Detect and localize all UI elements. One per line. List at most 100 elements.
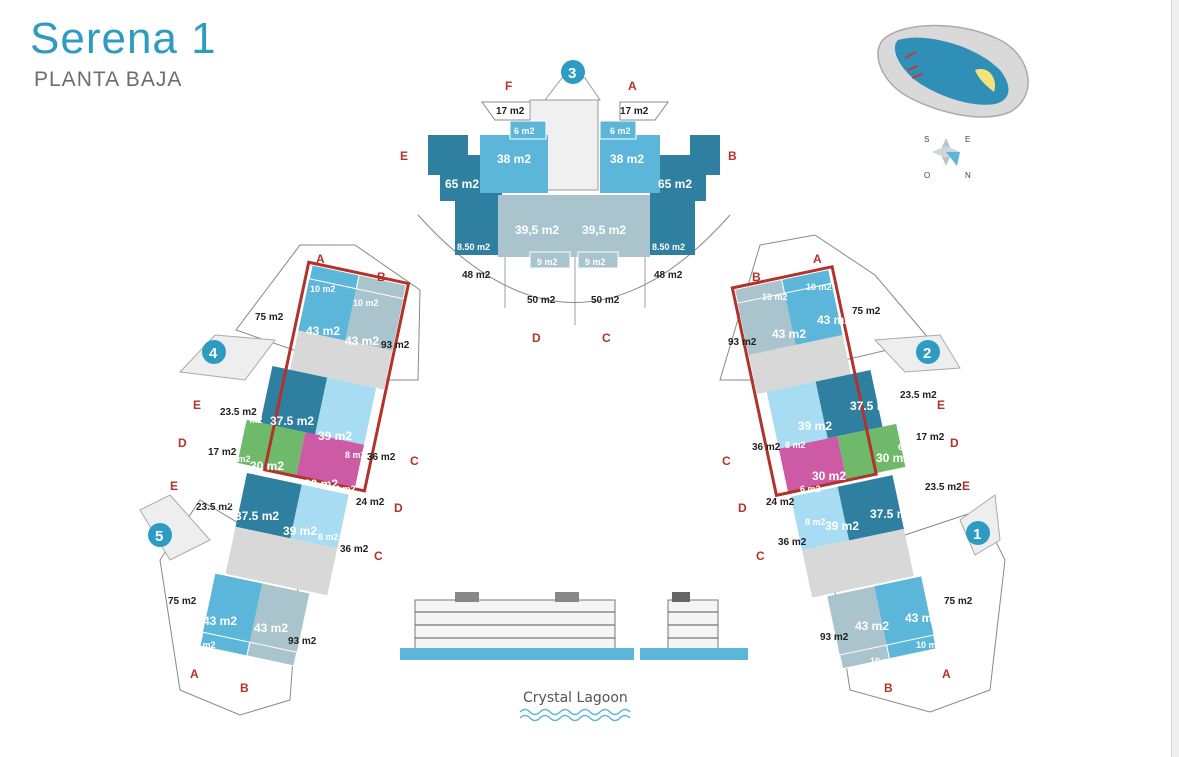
page-title: Serena 1 <box>30 14 217 63</box>
building-5: 5 E C D C A B 6 m2 24 m2 23.5 m2 8 m2 37… <box>139 454 419 716</box>
b3-letter-d: D <box>532 331 541 345</box>
b2-letter-d: D <box>950 436 959 450</box>
b3-area: 39,5 m2 <box>582 223 626 237</box>
b4-area: 23.5 m2 <box>220 407 257 418</box>
b4-letter-d: D <box>178 436 187 450</box>
b3-area: 48 m2 <box>654 270 683 281</box>
b1-area: 93 m2 <box>820 632 849 643</box>
b4-area: 39 m2 <box>318 429 352 443</box>
compass-e: E <box>965 135 970 144</box>
b4-area: 37.5 m2 <box>270 414 314 428</box>
building-4: 4 A B E D 10 m2 10 m2 75 m2 43 m2 43 m2 … <box>178 244 421 493</box>
b2-letter-e: E <box>937 398 945 412</box>
b3-letter-f: F <box>505 79 512 93</box>
b1-letter-d: D <box>738 501 747 515</box>
b5-letter-e: E <box>170 479 178 493</box>
b5-area: 39 m2 <box>283 524 317 538</box>
b3-area: 39,5 m2 <box>515 223 559 237</box>
b1-area: 24 m2 <box>766 497 795 508</box>
b4-area: 17 m2 <box>208 447 237 458</box>
b4-area: 6 m2 <box>230 454 251 464</box>
b2-area: 37.5 m2 <box>850 399 894 413</box>
b2-area: 8 m2 <box>884 410 905 420</box>
b5-letter-d: D <box>394 501 403 515</box>
b5-area: 43 m2 <box>203 614 237 628</box>
b4-area: 8 m2 <box>242 415 263 425</box>
b4-letter-e: E <box>193 398 201 412</box>
building-2-badge: 2 <box>923 345 931 362</box>
b5-area: 37.5 m2 <box>235 509 279 523</box>
compass-s: S <box>924 135 929 144</box>
b2-letter-c: C <box>722 454 731 468</box>
b2-area: 17 m2 <box>916 432 945 443</box>
b1-area: 43 m2 <box>855 619 889 633</box>
b5-area: 75 m2 <box>168 596 197 607</box>
b1-area: 43 m2 <box>905 611 939 625</box>
b2-area: 6 m2 <box>898 442 919 452</box>
front-elevation <box>400 592 634 660</box>
b1-area: 8 m2 <box>908 492 929 502</box>
b2-area: 36 m2 <box>752 442 781 453</box>
b1-area: 75 m2 <box>944 596 973 607</box>
b3-letter-c: C <box>602 331 611 345</box>
b4-area: 93 m2 <box>381 340 410 351</box>
b1-letter-a: A <box>942 667 951 681</box>
b3-area: 50 m2 <box>527 295 556 306</box>
b2-area: 8 m2 <box>785 440 806 450</box>
b3-area: 6 m2 <box>610 126 631 136</box>
b3-letter-b: B <box>728 149 737 163</box>
b4-area: 10 m2 <box>310 284 336 294</box>
page-subtitle: PLANTA BAJA <box>34 68 183 91</box>
b1-letter-e: E <box>962 479 970 493</box>
b2-area: 30 m2 <box>876 451 910 465</box>
b5-letter-b: B <box>240 681 249 695</box>
b5-area: 10 m2 <box>190 640 216 650</box>
wave-icon <box>519 708 631 716</box>
b3-area: 65 m2 <box>445 177 479 191</box>
building-1-badge: 1 <box>973 526 981 543</box>
b1-area: 23.5 m2 <box>925 482 962 493</box>
b4-area: 43 m2 <box>306 324 340 338</box>
b5-letter-c: C <box>410 454 419 468</box>
b2-area: 23.5 m2 <box>900 390 937 401</box>
b5-area: 24 m2 <box>356 497 385 508</box>
compass-n: N <box>965 171 971 180</box>
building-3: 3 F A E B D C 17 m2 17 m2 6 m2 6 m2 38 m… <box>400 60 737 345</box>
b2-area: 30 m2 <box>812 469 846 483</box>
building-1: 1 E D C B A 6 m2 24 m2 23.5 m2 8 m2 37.5… <box>738 475 1006 713</box>
b1-area: 8 m2 <box>805 517 826 527</box>
b5-area: 23.5 m2 <box>196 502 233 513</box>
b3-area: 8.50 m2 <box>652 242 685 252</box>
compass-icon: S E O N <box>924 135 971 180</box>
b3-letter-a: A <box>628 79 637 93</box>
vertical-scrollbar[interactable] <box>1171 0 1179 757</box>
b1-area: 6 m2 <box>800 484 821 494</box>
b4-area: 30 m2 <box>250 459 284 473</box>
b5-area: 8 m2 <box>318 532 339 542</box>
building-4-badge: 4 <box>209 345 218 362</box>
b4-letter-a: A <box>316 252 325 266</box>
b3-area: 8.50 m2 <box>457 242 490 252</box>
b1-letter-b: B <box>884 681 893 695</box>
side-elevation <box>640 592 748 660</box>
b2-area: 10 m2 <box>762 292 788 302</box>
b4-area: 43 m2 <box>345 334 379 348</box>
b4-letter-b: B <box>377 270 386 284</box>
b3-area: 9 m2 <box>585 257 606 267</box>
b5-area: 93 m2 <box>288 636 317 647</box>
b3-area: 65 m2 <box>658 177 692 191</box>
b3-area: 50 m2 <box>591 295 620 306</box>
b4-area: 8 m2 <box>345 450 366 460</box>
building-2: 2 B A E C D 10 m2 10 m2 75 m2 43 m2 43 m… <box>719 234 961 498</box>
b2-letter-b: B <box>752 270 761 284</box>
b1-letter-c: C <box>756 549 765 563</box>
b2-letter-a: A <box>813 252 822 266</box>
b2-area: 93 m2 <box>728 337 757 348</box>
building-3-badge: 3 <box>568 65 576 82</box>
b3-area: 17 m2 <box>620 106 649 117</box>
b3-area: 48 m2 <box>462 270 491 281</box>
b4-area: 75 m2 <box>255 312 284 323</box>
b3-area: 17 m2 <box>496 106 525 117</box>
b3-area: 9 m2 <box>537 257 558 267</box>
